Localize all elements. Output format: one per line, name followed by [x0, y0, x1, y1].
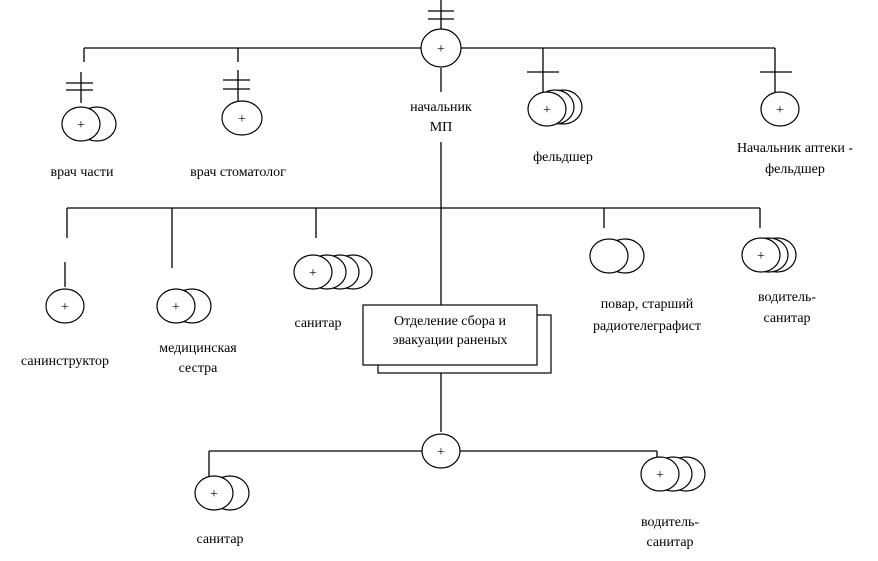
unit-box-front [362, 304, 538, 366]
node-orderly: + санитар [293, 254, 373, 331]
person-circle-icon [421, 433, 461, 469]
plus-icon: + [210, 487, 218, 502]
person-circle-icon [589, 238, 629, 274]
node-cook-radio-operator: повар, старший радиотелеграфист [589, 238, 701, 334]
connector-lines [64, 0, 792, 478]
head-node: + начальник МП [410, 28, 472, 135]
plus-icon: + [172, 300, 180, 315]
plus-icon: + [437, 445, 445, 460]
person-circle-icon [221, 100, 263, 136]
plus-icon: + [61, 300, 69, 315]
head-label: МП [430, 120, 453, 135]
node-bottom-driver-orderly: + водитель- санитар [640, 456, 706, 550]
node-label: санитар [763, 311, 810, 326]
plus-icon: + [776, 103, 784, 118]
person-circle-icon [420, 28, 462, 68]
plus-icon: + [656, 468, 664, 483]
node-label: врач части [51, 165, 114, 180]
node-label: фельдшер [533, 150, 593, 165]
plus-icon: + [77, 118, 85, 133]
person-circle-icon [194, 475, 234, 511]
node-medical-instructor: + санинструктор [21, 288, 109, 369]
person-circle-icon [741, 237, 781, 273]
plus-icon: + [238, 112, 246, 127]
plus-icon: + [309, 266, 317, 281]
node-doctor: + врач части [51, 106, 117, 180]
node-label: водитель- [758, 290, 816, 305]
node-label: врач стоматолог [190, 165, 286, 180]
node-label: санинструктор [21, 354, 109, 369]
node-label: медицинская [159, 341, 237, 356]
node-label: санитар [294, 316, 341, 331]
node-label: санитар [646, 535, 693, 550]
plus-icon: + [757, 249, 765, 264]
unit-box: Отделение сбора и эвакуации раненых [362, 304, 552, 374]
node-driver-orderly: + водитель- санитар [741, 237, 816, 326]
node-bottom-orderly: + санитар [194, 475, 250, 547]
node-label: радиотелеграфист [593, 319, 701, 334]
node-label: водитель- [641, 515, 699, 530]
unit-box-label: эвакуации раненых [392, 333, 507, 348]
node-pharmacy-head: + Начальник аптеки - фельдшер [737, 91, 853, 177]
person-circle-icon [61, 106, 101, 142]
node-nurse: + медицинская сестра [156, 288, 237, 376]
node-label: сестра [179, 361, 218, 376]
unit-head-node: + [421, 433, 461, 469]
unit-box-label: Отделение сбора и [394, 314, 507, 329]
node-label: Начальник аптеки - [737, 141, 853, 156]
node-label: санитар [196, 532, 243, 547]
person-circle-icon [640, 456, 680, 492]
person-circle-icon [527, 91, 567, 127]
person-circle-icon [45, 288, 85, 324]
node-paramedic: + фельдшер [527, 89, 593, 165]
node-label: повар, старший [601, 297, 694, 312]
person-circle-icon [293, 254, 333, 290]
person-circle-icon [760, 91, 800, 127]
node-label: фельдшер [765, 162, 825, 177]
node-dentist: + врач стоматолог [190, 100, 286, 180]
plus-icon: + [437, 42, 445, 57]
person-circle-icon [156, 288, 196, 324]
head-label: начальник [410, 100, 472, 115]
plus-icon: + [543, 103, 551, 118]
